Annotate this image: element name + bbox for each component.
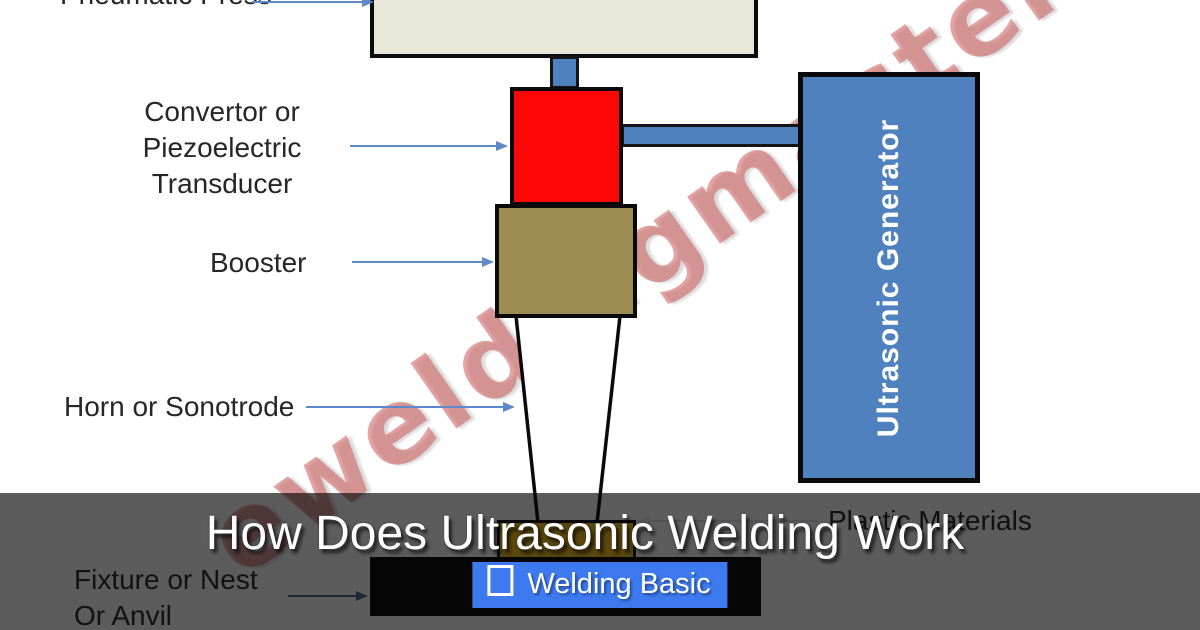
press-connector-stub: [550, 56, 579, 89]
generator-connector-bar: [621, 124, 801, 147]
label-transducer-line1: Convertor or: [144, 96, 300, 127]
label-transducer: Convertor or Piezoelectric Transducer: [117, 94, 327, 202]
pneumatic-press-box: [370, 0, 758, 58]
booster-box: [495, 204, 637, 318]
arrow-transducer: [350, 141, 508, 151]
video-title: How Does Ultrasonic Welding Work: [205, 507, 965, 560]
label-booster: Booster: [210, 247, 307, 278]
category-badge-label: Welding Basic: [527, 568, 711, 600]
ultrasonic-generator-box: Ultrasonic Generator: [798, 72, 980, 483]
label-transducer-line2: Piezoelectric: [142, 132, 302, 163]
arrow-booster: [352, 257, 494, 267]
category-badge: Welding Basic: [472, 562, 728, 608]
label-pneumatic-press: Pneumatic Press: [60, 0, 272, 13]
label-horn: Horn or Sonotrode: [64, 391, 295, 422]
ultrasonic-generator-label: Ultrasonic Generator: [872, 118, 906, 437]
label-transducer-line3: Transducer: [151, 168, 293, 199]
square-outline-icon: [487, 565, 514, 596]
transducer-box: [510, 87, 623, 206]
